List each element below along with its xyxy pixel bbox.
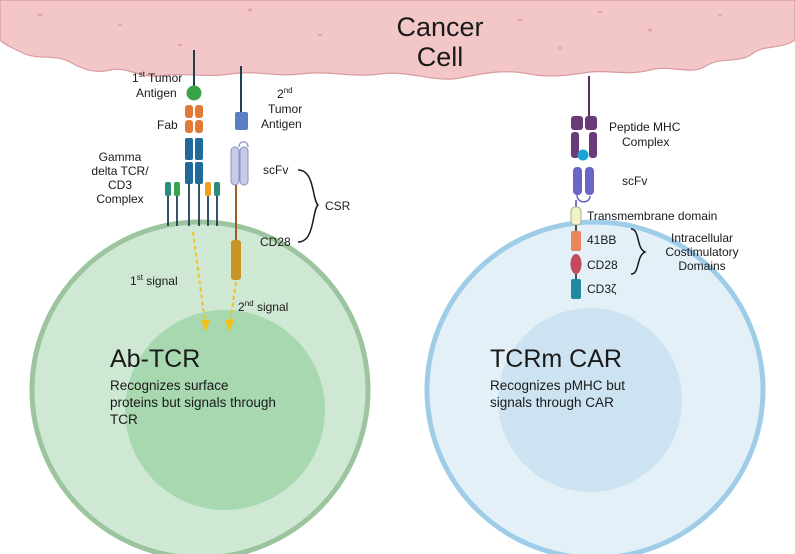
right-desc-1: Recognizes pMHC but (490, 378, 625, 393)
cancer-cell-membrane (0, 0, 795, 80)
signal-arrows (192, 231, 237, 323)
intra-label-3: Domains (678, 259, 725, 273)
signal2-arrowhead (225, 320, 234, 332)
tcr-label-4: Complex (96, 192, 143, 206)
cd28-label-right: CD28 (587, 258, 618, 272)
left-desc-1: Recognizes surface (110, 378, 229, 393)
pmhc-label-1: Peptide MHC (609, 120, 681, 134)
cd3-chains (165, 182, 220, 226)
scfv-loop-icon (230, 141, 249, 186)
cd28-label-left: CD28 (260, 235, 291, 249)
tm-label: Transmembrane domain (587, 209, 717, 223)
antigen2-label-2: Tumor (268, 102, 302, 116)
car-scfv-icon (573, 167, 594, 203)
left-t-cell-nucleus (125, 310, 325, 510)
cancer-cell-label-1: Cancer (396, 12, 483, 42)
mhc-block-icon (571, 116, 597, 158)
right-title: TCRm CAR (490, 345, 622, 373)
left-desc-3: TCR (110, 412, 138, 427)
scfv-label-left: scFv (263, 163, 288, 177)
fab-label: Fab (157, 118, 178, 132)
intra-bracket (630, 228, 647, 275)
left-title: Ab-TCR (110, 345, 200, 373)
car-domains-icon (570, 206, 582, 299)
cancer-cell-label-2: Cell (417, 42, 464, 72)
green-antigen-sphere-icon (186, 85, 202, 101)
tcr-label-1: Gamma (99, 150, 142, 164)
antigen1-label-2: Antigen (136, 86, 177, 100)
right-t-cell-nucleus (498, 308, 682, 492)
antigen2-label: 2nd (277, 86, 293, 101)
antigen1-label: 1st Tumor (132, 70, 182, 85)
peptide-ball-icon (577, 149, 589, 161)
bb41-label: 41BB (587, 233, 616, 247)
blue-tcr-segments-icon (185, 138, 203, 184)
signal1-arrowhead (201, 320, 210, 332)
tcr-label-3: CD3 (108, 178, 132, 192)
intra-label-1: Intracellular (671, 231, 733, 245)
cd28-rod-icon (231, 240, 241, 280)
intra-label-2: Costimulatory (665, 245, 738, 259)
cancer-cell-speckles (37, 8, 722, 50)
tcr-label-2: delta TCR/ (91, 164, 149, 178)
left-desc-2: proteins but signals through (110, 395, 276, 410)
antigen2-label-3: Antigen (261, 117, 302, 131)
csr-bracket (297, 169, 320, 243)
scfv-label-right: scFv (622, 174, 647, 188)
cd3z-label: CD3ζ (587, 282, 617, 296)
signal1-label: 1st signal (130, 273, 178, 288)
orange-fab-segments-icon (185, 105, 203, 133)
blue-antigen-block-icon (235, 112, 248, 130)
signal2-label: 2nd signal (238, 299, 288, 314)
csr-label: CSR (325, 199, 351, 213)
pmhc-label-2: Complex (622, 135, 669, 149)
right-desc-2: signals through CAR (490, 395, 614, 410)
